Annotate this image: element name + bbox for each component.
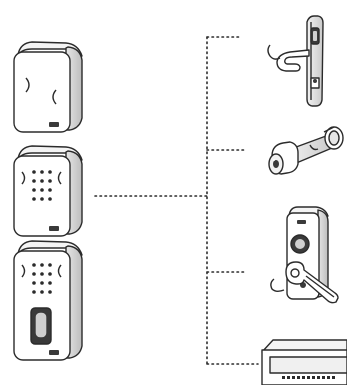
card-reader-icon — [13, 41, 83, 133]
keypad-reader-icon — [13, 145, 83, 237]
fingerprint-reader-icon — [13, 240, 83, 361]
electronic-cylinder-icon — [268, 126, 344, 175]
control-unit-icon — [261, 339, 347, 385]
keypad-buttons — [32, 263, 52, 294]
electronic-lever-lock-icon — [270, 206, 339, 304]
connector-lines — [94, 36, 259, 365]
electronic-door-handle-icon — [267, 15, 324, 107]
keypad-buttons — [32, 170, 52, 201]
terminal-block — [282, 376, 335, 379]
